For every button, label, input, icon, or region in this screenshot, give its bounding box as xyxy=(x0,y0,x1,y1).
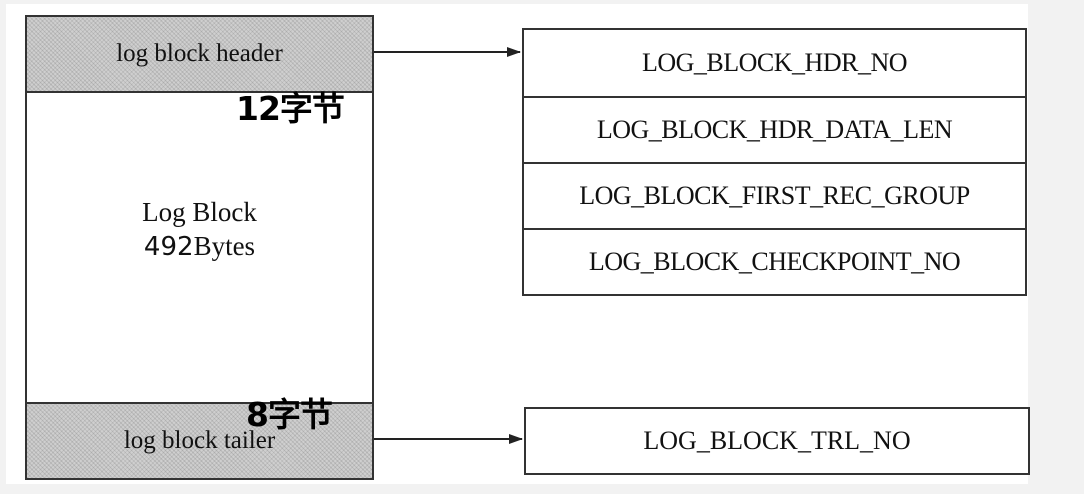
field-log-block-hdr-no: LOG_BLOCK_HDR_NO xyxy=(642,48,908,77)
field-log-block-hdr-data-len: LOG_BLOCK_HDR_DATA_LEN xyxy=(524,96,1025,162)
field-log-block-first-rec-group: LOG_BLOCK_FIRST_REC_GROUP xyxy=(524,162,1025,228)
log-block-size-unit: Bytes xyxy=(193,231,256,261)
tailer-size-tag: 8字节 xyxy=(246,395,333,434)
header-size-tag: 12字节 xyxy=(236,89,345,128)
log-block-size-number: 492 xyxy=(143,232,194,262)
log-block-header-section: log block header xyxy=(27,17,372,93)
field-log-block-checkpoint-no: LOG_BLOCK_CHECKPOINT_NO xyxy=(524,228,1025,294)
log-block-header-label: log block header xyxy=(116,40,283,67)
log-block-title: Log Block xyxy=(142,197,257,227)
log-block-size: 492Bytes xyxy=(27,229,372,264)
log-block-body-label: Log Block 492Bytes xyxy=(27,195,372,264)
diagram-canvas: log block header Log Block 492Bytes log … xyxy=(6,4,1030,484)
field-log-block-trl-no: LOG_BLOCK_TRL_NO xyxy=(524,407,1030,475)
connector-arrows xyxy=(374,47,523,444)
log-block: log block header Log Block 492Bytes log … xyxy=(25,15,374,480)
log-block-tailer-section: log block tailer xyxy=(27,402,372,478)
log-block-tailer-label: log block tailer xyxy=(123,427,276,454)
header-fields-table: LOG_BLOCK_HDR_NO LOG_BLOCK_HDR_DATA_LEN … xyxy=(522,28,1027,296)
